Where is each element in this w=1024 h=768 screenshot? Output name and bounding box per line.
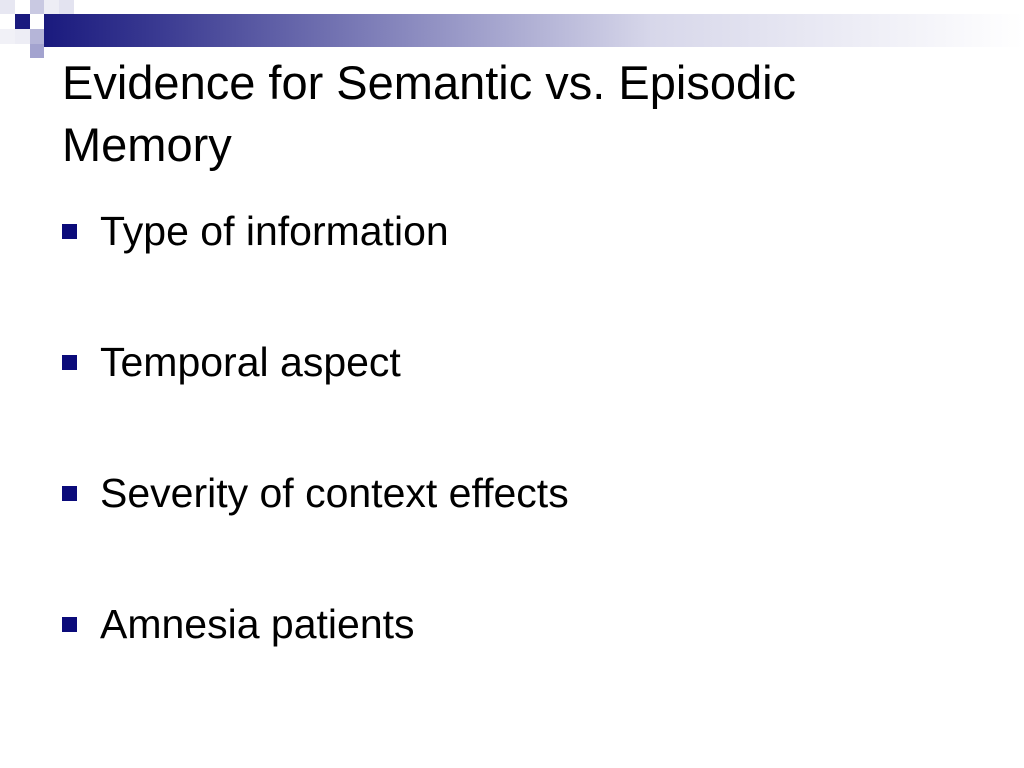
slide-title: Evidence for Semantic vs. Episodic Memor… (62, 56, 797, 171)
square-bullet-icon (62, 486, 77, 501)
bullet-text: Type of information (100, 208, 449, 254)
decorative-square (0, 0, 15, 14)
decorative-square (30, 0, 44, 14)
bullet-text: Temporal aspect (100, 339, 401, 385)
decorative-square (15, 29, 30, 44)
bullet-text: Amnesia patients (100, 601, 415, 647)
bullet-text: Severity of context effects (100, 470, 569, 516)
square-bullet-icon (62, 617, 77, 632)
header-gradient-band (44, 14, 1024, 47)
bullet-item: Temporal aspect (62, 331, 962, 462)
bullet-list: Type of information Temporal aspect Seve… (62, 200, 962, 724)
decorative-square (59, 0, 74, 14)
decorative-square (30, 29, 44, 44)
square-bullet-icon (62, 224, 77, 239)
decorative-square (15, 14, 30, 29)
decorative-square (0, 29, 15, 44)
square-bullet-icon (62, 355, 77, 370)
decorative-square (30, 44, 44, 58)
bullet-item: Type of information (62, 200, 962, 331)
decorative-square (44, 0, 59, 14)
bullet-item: Severity of context effects (62, 462, 962, 593)
bullet-item: Amnesia patients (62, 593, 962, 724)
